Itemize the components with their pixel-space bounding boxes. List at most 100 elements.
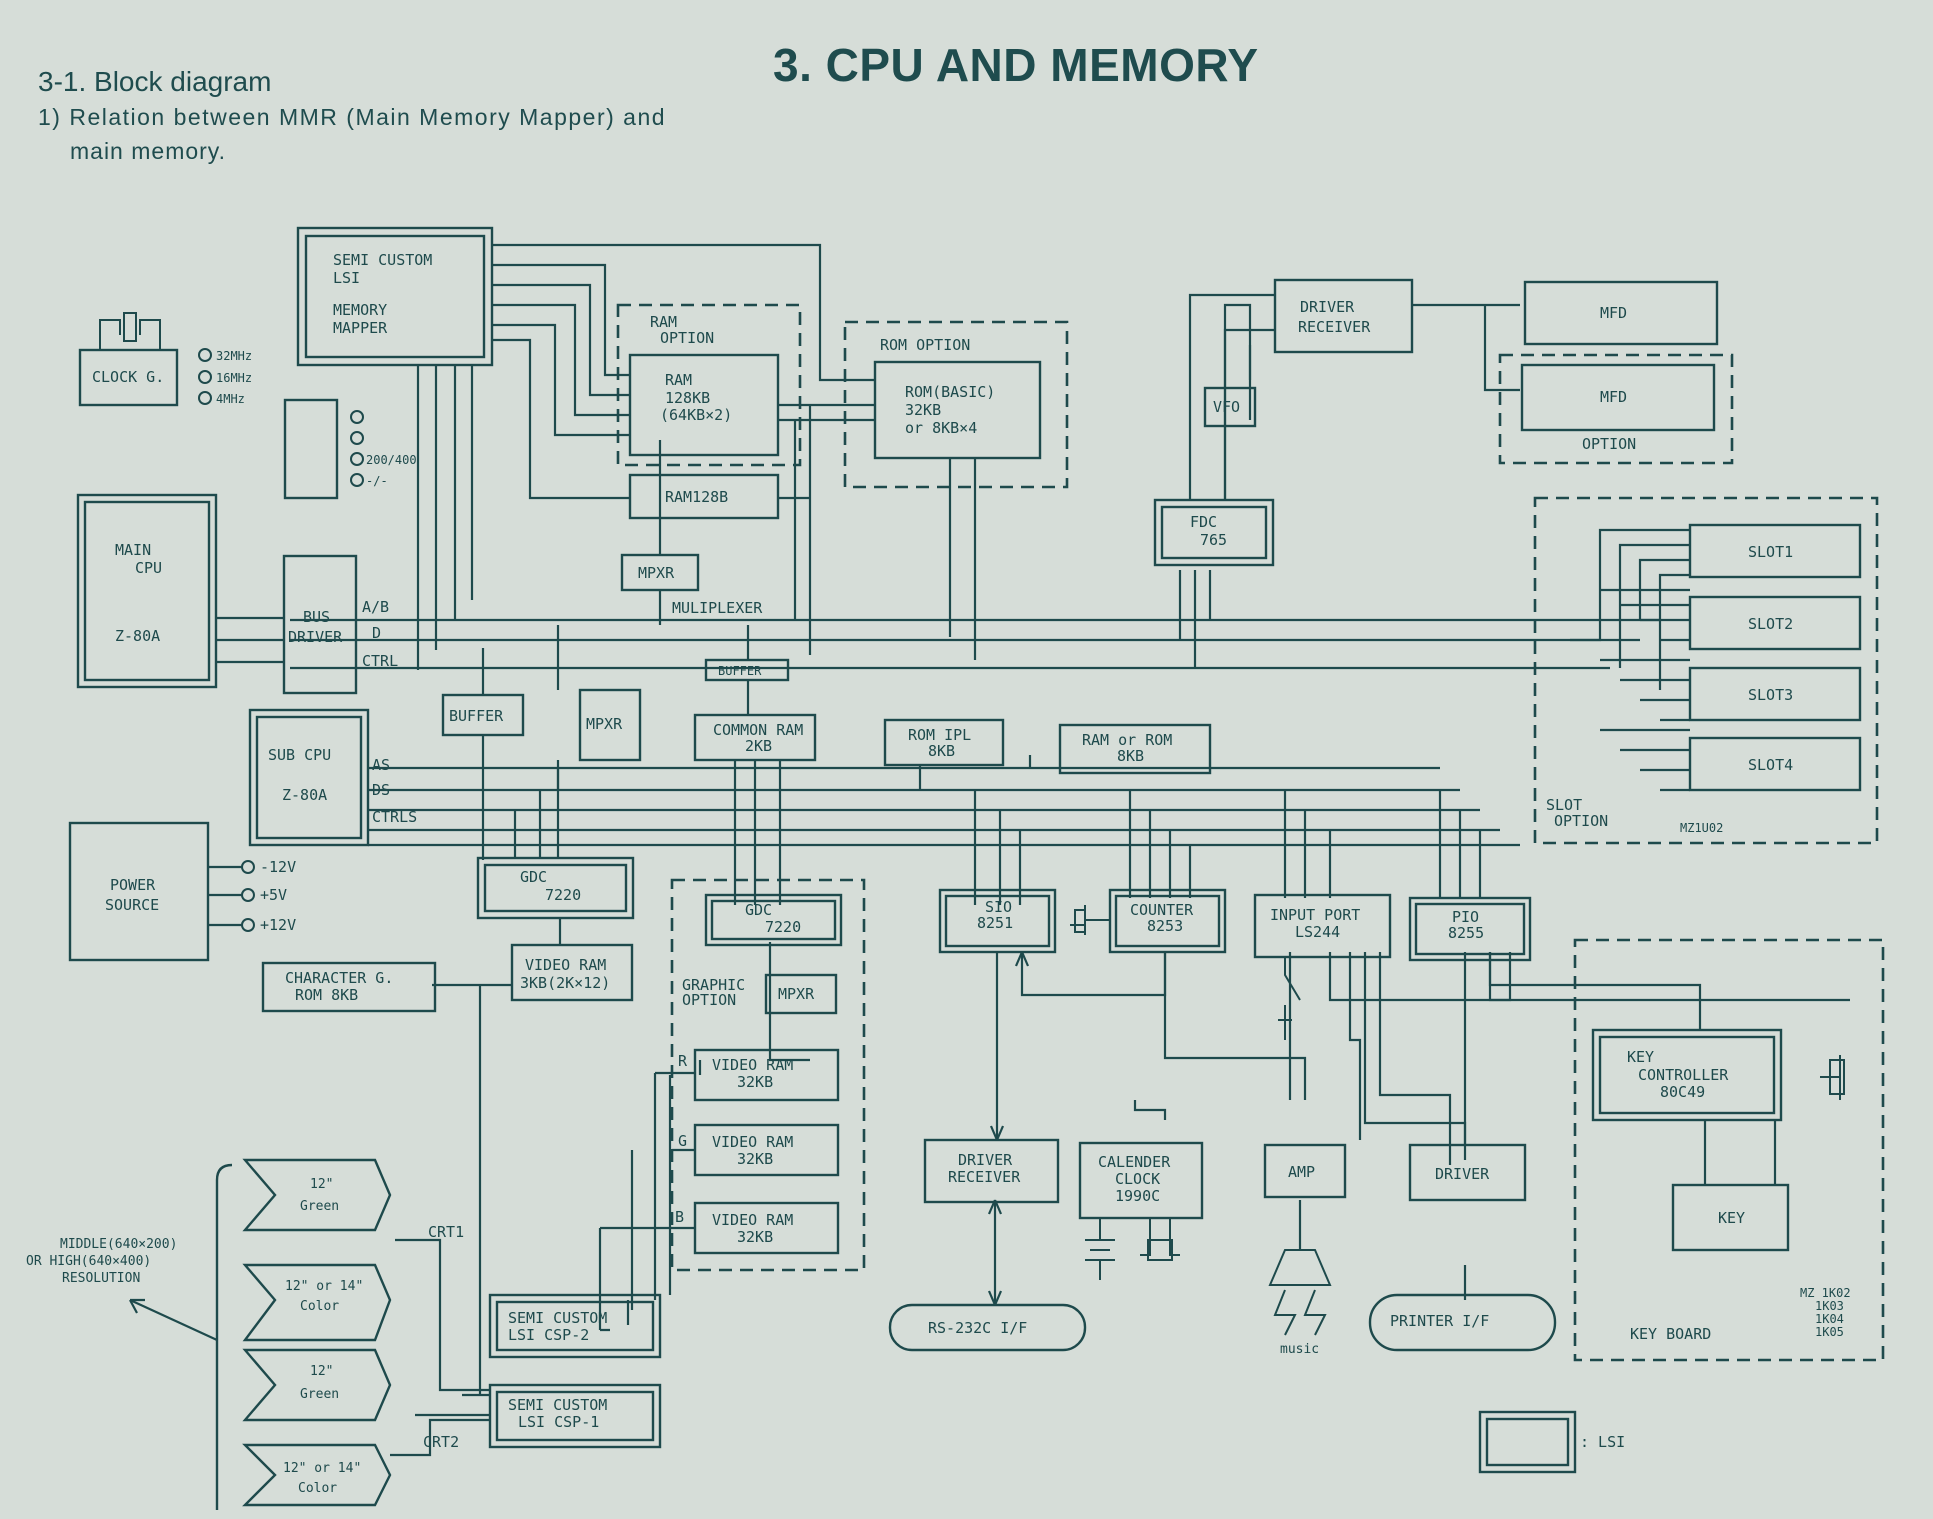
slot4-label: SLOT4: [1748, 756, 1793, 774]
keyboard-model-3: 1K04: [1815, 1312, 1844, 1326]
character-g-label-2: ROM 8KB: [295, 986, 358, 1004]
keyboard-model-4: 1K05: [1815, 1325, 1844, 1339]
subtitle-line-2: main memory.: [70, 138, 226, 164]
bus-label-ab: A/B: [362, 598, 389, 616]
rom-ipl-label-1: ROM IPL: [908, 726, 971, 744]
ram-128kb-label-1: RAM: [665, 371, 692, 389]
ram-128kb-label-3: (64KB×2): [660, 406, 732, 424]
pio-label-2: 8255: [1448, 924, 1484, 942]
driver-label: DRIVER: [1435, 1165, 1490, 1183]
video-ram1-label-1: VIDEO RAM: [525, 956, 606, 974]
resolution-label-1: MIDDLE(640×200): [60, 1237, 177, 1252]
power-out-plus5: +5V: [260, 886, 287, 904]
buffer-small-label: BUFFER: [718, 664, 762, 678]
sio-label-1: SIO: [985, 898, 1012, 916]
driver-receiver-bottom-label-1: DRIVER: [958, 1151, 1013, 1169]
mpxr-label: MPXR: [638, 564, 675, 582]
main-cpu-label-2: CPU: [135, 559, 162, 577]
crt2-label: CRT2: [423, 1433, 459, 1451]
rom-option-label: ROM OPTION: [880, 336, 970, 354]
power-source-label-2: SOURCE: [105, 896, 159, 914]
switch-label-dash: -/-: [366, 474, 388, 488]
input-port-label-2: LS244: [1295, 923, 1340, 941]
rs232c-label: RS-232C I/F: [928, 1319, 1027, 1337]
monitor3-type: Green: [300, 1387, 339, 1402]
rgb-label-b: B: [675, 1208, 684, 1226]
csp1-label-2: LSI CSP-1: [518, 1413, 599, 1431]
key-controller-label-1: KEY: [1627, 1048, 1654, 1066]
video-ram-b-label-1: VIDEO RAM: [712, 1211, 793, 1229]
sub-bus-label-ds: DS: [372, 781, 390, 799]
page-title: 3. CPU AND MEMORY: [773, 39, 1259, 91]
clock-g-label: CLOCK G.: [92, 368, 164, 386]
sio-label-2: 8251: [977, 914, 1013, 932]
csp2-label-1: SEMI CUSTOM: [508, 1309, 607, 1327]
gdc2-label-1: GDC: [745, 901, 772, 919]
video-ram-r-label-2: 32KB: [737, 1073, 773, 1091]
amp-label: AMP: [1288, 1163, 1315, 1181]
bus-label-ctrl: CTRL: [362, 652, 398, 670]
slot1-label: SLOT1: [1748, 543, 1793, 561]
fdc-label-1: FDC: [1190, 513, 1217, 531]
driver-receiver-bottom-label-2: RECEIVER: [948, 1168, 1021, 1186]
music-label: music: [1280, 1342, 1319, 1357]
option-label: OPTION: [1582, 435, 1636, 453]
bus-driver-label-2: DRIVER: [288, 628, 343, 646]
rom-basic-label-1: ROM(BASIC): [905, 383, 995, 401]
sub-cpu-label-1: SUB CPU: [268, 746, 331, 764]
gdc1-label-1: GDC: [520, 868, 547, 886]
clock-freq-16: 16MHz: [216, 371, 252, 385]
ram-128kb-label-2: 128KB: [665, 389, 710, 407]
monitor3-size: 12": [310, 1364, 333, 1379]
monitor4-type: Color: [298, 1481, 337, 1496]
slot-option-label-2: OPTION: [1554, 812, 1608, 830]
calender-clock-label-2: CLOCK: [1115, 1170, 1160, 1188]
rom-ipl-label-2: 8KB: [928, 742, 955, 760]
key-controller-label-3: 80C49: [1660, 1083, 1705, 1101]
calender-clock-label-1: CALENDER: [1098, 1153, 1171, 1171]
sub-cpu-label-2: Z-80A: [282, 786, 327, 804]
slot-option-label-1: SLOT: [1546, 796, 1582, 814]
multiplexer-label: MULIPLEXER: [672, 599, 763, 617]
semi-custom-lsi-label-1: SEMI CUSTOM: [333, 251, 432, 269]
graphic-option-label-1: GRAPHIC: [682, 976, 745, 994]
power-out-plus12: +12V: [260, 916, 296, 934]
main-cpu-label-3: Z-80A: [115, 627, 160, 645]
monitor4-size: 12" or 14": [283, 1461, 361, 1476]
clock-freq-4: 4MHz: [216, 392, 245, 406]
key-controller-label-2: CONTROLLER: [1638, 1066, 1729, 1084]
gdc2-label-2: 7220: [765, 918, 801, 936]
section-title: 3-1. Block diagram: [38, 66, 272, 97]
keyboard-label: KEY BOARD: [1630, 1325, 1711, 1343]
driver-receiver-top-label-2: RECEIVER: [1298, 318, 1371, 336]
rgb-label-g: G: [678, 1132, 687, 1150]
bus-driver-label-1: BUS: [303, 608, 330, 626]
ram-or-rom-label-2: 8KB: [1117, 747, 1144, 765]
monitor1-type: Green: [300, 1199, 339, 1214]
monitor2-size: 12" or 14": [285, 1279, 363, 1294]
calender-clock-label-3: 1990C: [1115, 1187, 1160, 1205]
semi-custom-lsi-label-2: LSI: [333, 269, 360, 287]
mpxr3-label: MPXR: [778, 985, 815, 1003]
video-ram-r-label-1: VIDEO RAM: [712, 1056, 793, 1074]
mfd2-label: MFD: [1600, 388, 1627, 406]
rom-basic-label-2: 32KB: [905, 401, 941, 419]
input-port-label-1: INPUT PORT: [1270, 906, 1360, 924]
video-ram1-label-2: 3KB(2K×12): [520, 974, 610, 992]
power-out-minus12: -12V: [260, 858, 296, 876]
legend-lsi-label: : LSI: [1580, 1433, 1625, 1451]
switch-label-200-400: 200/400: [366, 453, 417, 467]
ram128b-label: RAM128B: [665, 488, 728, 506]
mfd1-label: MFD: [1600, 304, 1627, 322]
semi-custom-lsi-label-4: MAPPER: [333, 319, 388, 337]
keyboard-model-1: MZ 1K02: [1800, 1286, 1851, 1300]
vfo-label: VFO: [1213, 398, 1240, 416]
character-g-label-1: CHARACTER G.: [285, 969, 393, 987]
gdc1-label-2: 7220: [545, 886, 581, 904]
bus-label-d: D: [372, 624, 381, 642]
sub-bus-label-ctrls: CTRLS: [372, 808, 417, 826]
graphic-option-label-2: OPTION: [682, 991, 736, 1009]
crt1-label: CRT1: [428, 1223, 464, 1241]
video-ram-g-label-1: VIDEO RAM: [712, 1133, 793, 1151]
monitor1-size: 12": [310, 1177, 333, 1192]
